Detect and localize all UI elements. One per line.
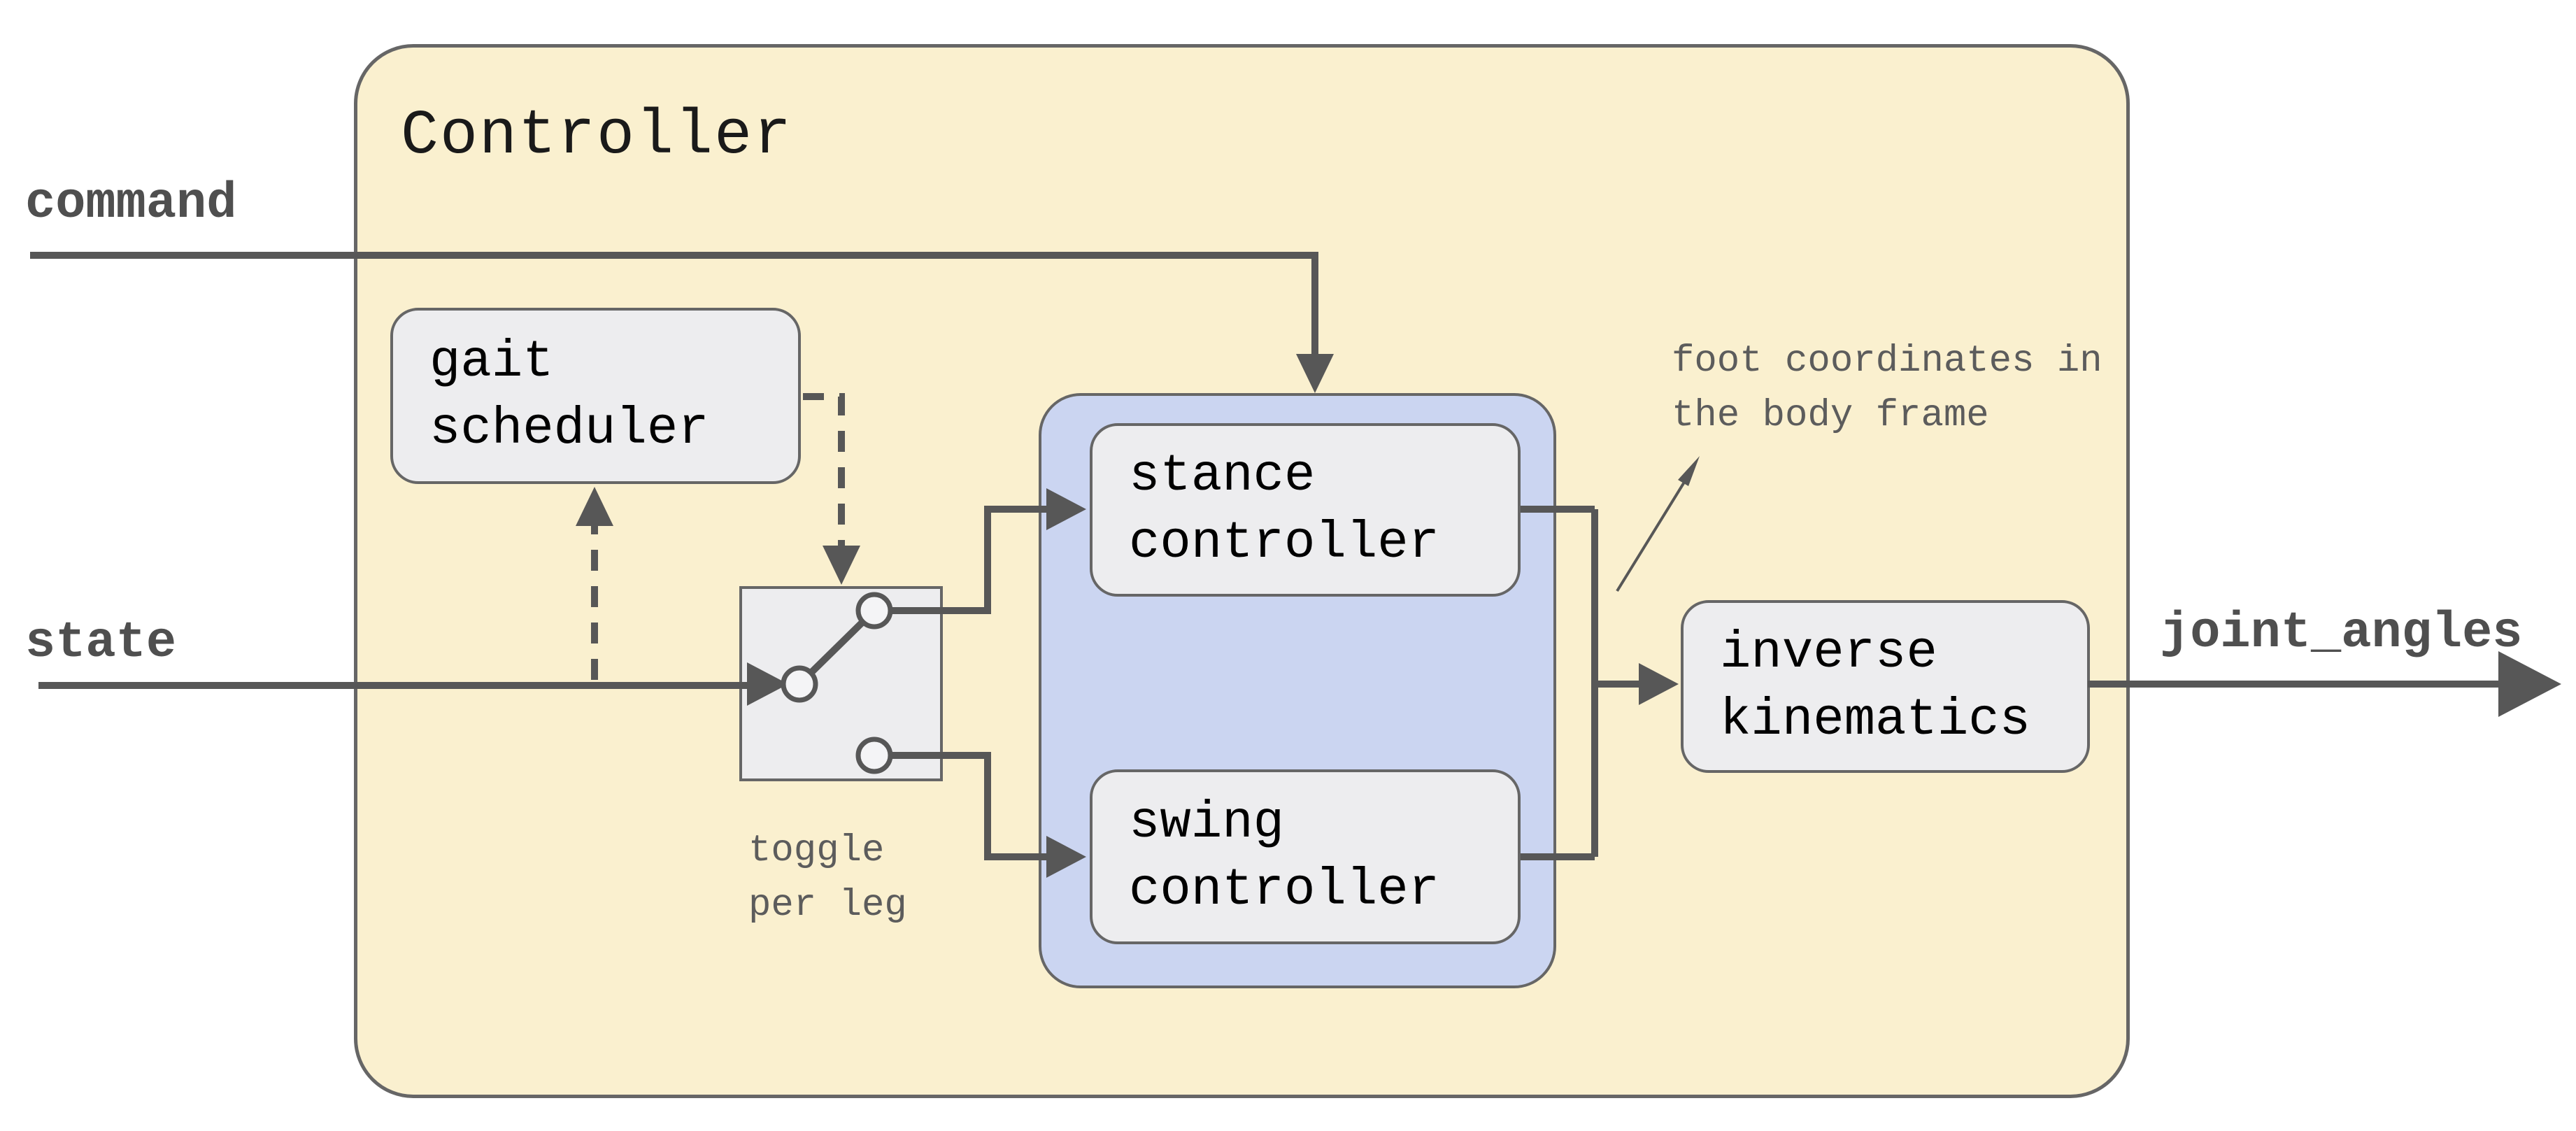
gait-scheduler-box: gait scheduler	[390, 308, 801, 484]
joint-angles-port-label: joint_angles	[2160, 604, 2523, 662]
command-port-label: command	[25, 175, 237, 232]
toggle-per-leg-annotation: toggle per leg	[748, 830, 907, 927]
stance-controller-label: stance controller	[1129, 447, 1440, 573]
foot-coordinates-annotation: foot coordinates in the body frame	[1672, 340, 2102, 438]
inverse-kinematics-label: inverse kinematics	[1720, 623, 2031, 750]
swing-controller-label: swing controller	[1129, 794, 1440, 920]
swing-controller-box: swing controller	[1090, 769, 1521, 944]
stance-controller-box: stance controller	[1090, 423, 1521, 597]
state-port-label: state	[25, 614, 177, 671]
controller-title: Controller	[401, 101, 793, 172]
inverse-kinematics-box: inverse kinematics	[1681, 600, 2090, 773]
gait-scheduler-label: gait scheduler	[429, 333, 709, 459]
toggle-switch-box	[739, 586, 943, 781]
